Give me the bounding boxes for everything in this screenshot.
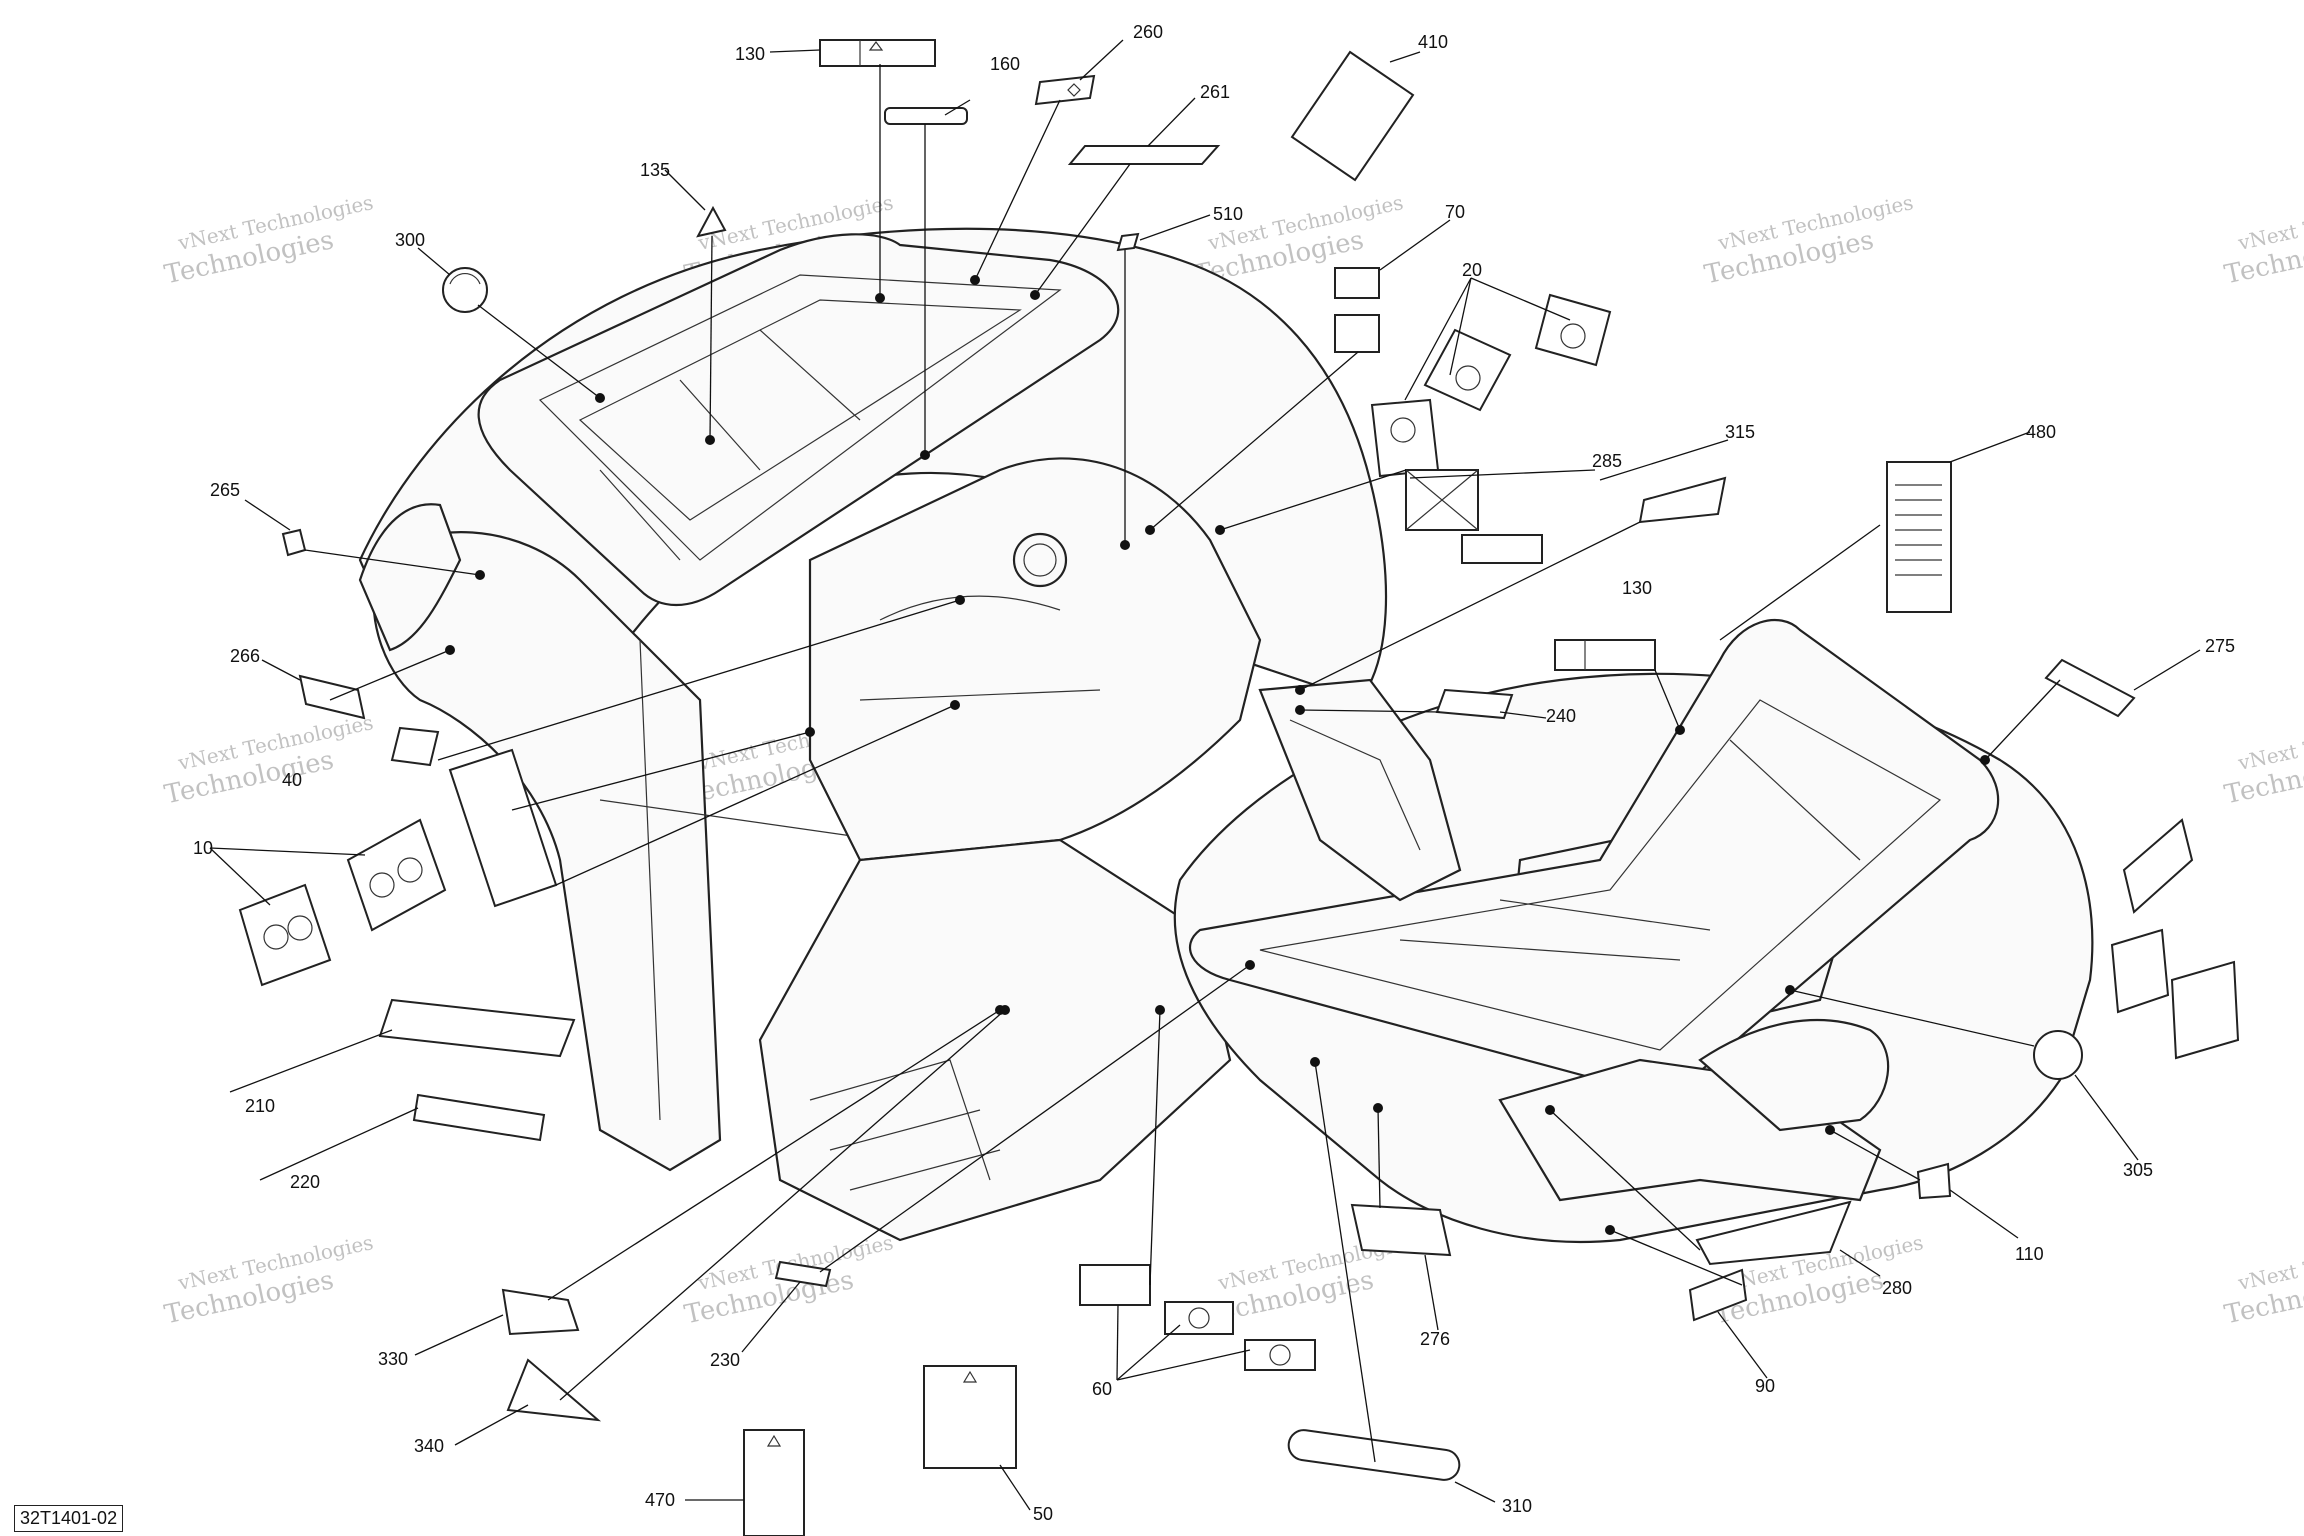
decal-300-gauge <box>442 267 488 313</box>
watermark: vNext Technologies Technologies <box>162 190 375 290</box>
decal-305-badge <box>2033 1030 2083 1080</box>
decal-510 <box>1116 232 1140 252</box>
gas-cap <box>1012 532 1068 588</box>
callout-310: 310 <box>1502 1496 1532 1516</box>
callout-265: 265 <box>210 480 240 500</box>
callout-60: 60 <box>1092 1379 1112 1399</box>
leader-anchor-dots <box>445 275 1990 1235</box>
decal-layer <box>238 39 2240 1536</box>
rear-grip <box>358 503 462 652</box>
callout-340: 340 <box>414 1436 444 1456</box>
callout-labels: 130 160 260 261 410 135 510 70 300 20 31… <box>193 22 2235 1524</box>
decal-110 <box>1916 1162 1952 1200</box>
watermark: vNext Technologies Technologies <box>2222 190 2304 290</box>
decal-285b <box>1461 534 1543 564</box>
footwell <box>758 838 1232 1242</box>
decal-275 <box>2044 658 2136 718</box>
decal-20b <box>1534 293 1612 367</box>
callout-40: 40 <box>282 770 302 790</box>
callout-210: 210 <box>245 1096 275 1116</box>
figure-id-label: 32T1401-02 <box>14 1505 124 1532</box>
callout-260: 260 <box>1133 22 1163 42</box>
callout-470: 470 <box>645 1490 675 1510</box>
callout-510: 510 <box>1213 204 1243 224</box>
decal-130-front <box>1554 639 1656 671</box>
decal-280 <box>1695 1200 1852 1266</box>
callout-130: 130 <box>735 44 765 64</box>
watermark: vNext Technologies Technologies <box>2222 710 2304 810</box>
callout-20: 20 <box>1462 260 1482 280</box>
callout-220: 220 <box>290 1172 320 1192</box>
callout-315: 315 <box>1725 422 1755 442</box>
callout-130: 130 <box>1622 578 1652 598</box>
decal-266 <box>298 674 366 720</box>
decal-470 <box>743 1429 805 1536</box>
callout-300: 300 <box>395 230 425 250</box>
callout-261: 261 <box>1200 82 1230 102</box>
callout-10: 10 <box>193 838 213 858</box>
decal-220-outlander <box>412 1093 546 1142</box>
decal-90 <box>1688 1268 1748 1322</box>
callout-480: 480 <box>2026 422 2056 442</box>
callout-305: 305 <box>2123 1160 2153 1180</box>
callout-285: 285 <box>1592 451 1622 471</box>
watermark: vNext Technologies Technologies <box>162 1230 375 1330</box>
callout-275: 275 <box>2205 636 2235 656</box>
callout-266: 266 <box>230 646 260 666</box>
front-rack <box>1189 618 2000 1096</box>
callout-90: 90 <box>1755 1376 1775 1396</box>
decal-240-xt <box>1435 688 1514 720</box>
decal-right-a <box>2110 928 2170 1014</box>
decal-135-warning <box>696 205 727 238</box>
watermark: vNext Technologies Technologies <box>1702 190 1915 290</box>
center-console <box>808 457 1262 862</box>
watermark: vNext Technologies Technologies <box>2222 1230 2304 1330</box>
callout-330: 330 <box>378 1349 408 1369</box>
decal-60a <box>1079 1264 1151 1306</box>
callout-160: 160 <box>990 54 1020 74</box>
watermark: vNext Technologies Technologies <box>162 710 375 810</box>
callout-50: 50 <box>1033 1504 1053 1524</box>
decal-260 <box>1034 74 1096 106</box>
handlebar-pod <box>1258 678 1462 902</box>
decal-265 <box>281 528 307 557</box>
decal-330 <box>501 1288 580 1336</box>
rear-rack <box>477 233 1120 607</box>
decal-230 <box>774 1260 832 1288</box>
callout-135: 135 <box>640 160 670 180</box>
decal-right-b <box>2170 960 2240 1060</box>
decal-10a <box>238 883 332 987</box>
decal-315 <box>1638 476 1727 524</box>
decal-261 <box>1067 145 1221 165</box>
callout-280: 280 <box>1882 1278 1912 1298</box>
callout-110: 110 <box>2015 1244 2044 1264</box>
decal-10b <box>346 818 447 932</box>
callout-240: 240 <box>1546 706 1576 726</box>
decal-160-badge <box>884 107 968 125</box>
decal-20c <box>1370 398 1440 478</box>
decal-276 <box>1350 1203 1452 1257</box>
callout-410: 410 <box>1418 32 1448 52</box>
decal-right-c <box>2122 818 2194 914</box>
callout-276: 276 <box>1420 1329 1450 1349</box>
decal-340 <box>506 1358 602 1422</box>
leader-lines <box>209 39 2201 1511</box>
decal-20a <box>1423 328 1512 412</box>
atv-body-illustration <box>358 227 2094 1244</box>
decal-40 <box>390 726 440 767</box>
callout-70: 70 <box>1445 202 1465 222</box>
decal-480-info <box>1886 461 1952 613</box>
decal-410 <box>1290 50 1415 182</box>
decal-50 <box>923 1365 1017 1469</box>
callout-230: 230 <box>710 1350 740 1370</box>
decal-70a <box>1334 267 1380 299</box>
front-skid-bar <box>1698 1018 1890 1132</box>
decal-210-can-am <box>378 998 576 1058</box>
decal-70b <box>1334 314 1380 353</box>
